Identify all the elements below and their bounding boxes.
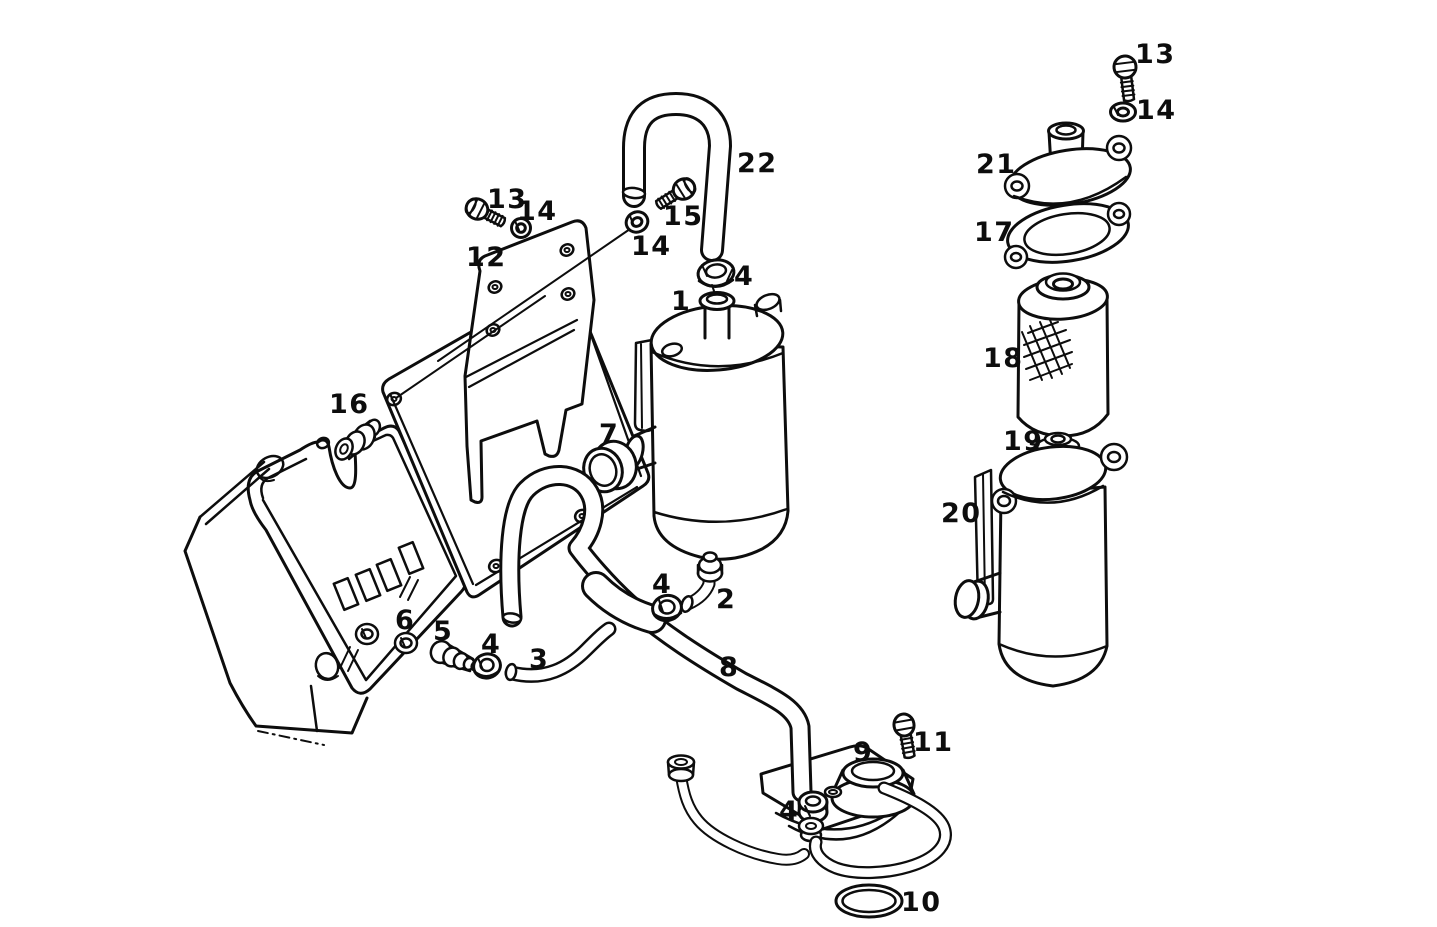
part-callout-7: 7 xyxy=(599,419,620,450)
bolt-13-right xyxy=(1112,54,1138,103)
fitting-16 xyxy=(334,418,382,461)
part-callout-11: 11 xyxy=(913,727,954,758)
plug-6-pair xyxy=(354,622,419,655)
u-shaped-breather-pipe-22 xyxy=(621,92,732,262)
feed-pipe-left xyxy=(666,754,810,866)
pipe-nut-4-top xyxy=(696,258,736,292)
filter-element-18 xyxy=(1016,272,1110,438)
part-callout-1: 1 xyxy=(671,286,692,317)
hose-8 xyxy=(499,465,813,803)
part-callout-22: 22 xyxy=(737,148,778,179)
bolt-15 xyxy=(654,177,697,210)
bracket-plate-12 xyxy=(381,219,651,599)
part-callout-12: 12 xyxy=(466,242,507,273)
part-callout-2: 2 xyxy=(716,584,737,615)
part-callout-4: 4 xyxy=(652,569,673,600)
part-callout-14: 14 xyxy=(631,231,672,262)
return-hose-right xyxy=(808,781,952,880)
part-callout-21: 21 xyxy=(976,149,1017,180)
part-callout-8: 8 xyxy=(719,652,740,683)
part-callout-3: 3 xyxy=(529,644,550,675)
breather-canister-1 xyxy=(623,291,790,561)
part-callout-18: 18 xyxy=(983,343,1024,374)
bolt-11 xyxy=(892,712,916,760)
hose-3 xyxy=(504,621,617,683)
part-callout-20: 20 xyxy=(941,498,982,529)
part-callout-15: 15 xyxy=(663,201,704,232)
pipe-nut-4-left xyxy=(472,652,502,680)
part-callout-4: 4 xyxy=(734,261,755,292)
part-callout-4: 4 xyxy=(481,629,502,660)
gasket-ring-10 xyxy=(834,883,904,919)
filter-housing-20 xyxy=(953,442,1129,688)
part-callout-14: 14 xyxy=(517,196,558,227)
washer-14-left xyxy=(510,217,532,239)
part-callout-14: 14 xyxy=(1136,95,1177,126)
part-callout-16: 16 xyxy=(329,389,370,420)
gasket-17 xyxy=(1003,201,1132,270)
part-callout-5: 5 xyxy=(433,616,454,647)
washer-14-middle xyxy=(624,210,650,234)
part-callout-13: 13 xyxy=(1135,39,1176,70)
part-callout-17: 17 xyxy=(974,217,1015,248)
part-callout-13: 13 xyxy=(487,184,528,215)
pipe-nut-4-bottom xyxy=(797,785,843,824)
elbow-union-2 xyxy=(680,551,724,613)
part-callout-6: 6 xyxy=(395,605,416,636)
part-callout-9: 9 xyxy=(853,737,874,768)
part-callout-19: 19 xyxy=(1003,426,1044,457)
bolt-13-left xyxy=(464,197,507,228)
part-callout-4: 4 xyxy=(779,796,800,827)
washer-14-right xyxy=(1109,101,1137,123)
filter-cover-21 xyxy=(1003,121,1133,207)
part-callout-10: 10 xyxy=(901,887,942,918)
